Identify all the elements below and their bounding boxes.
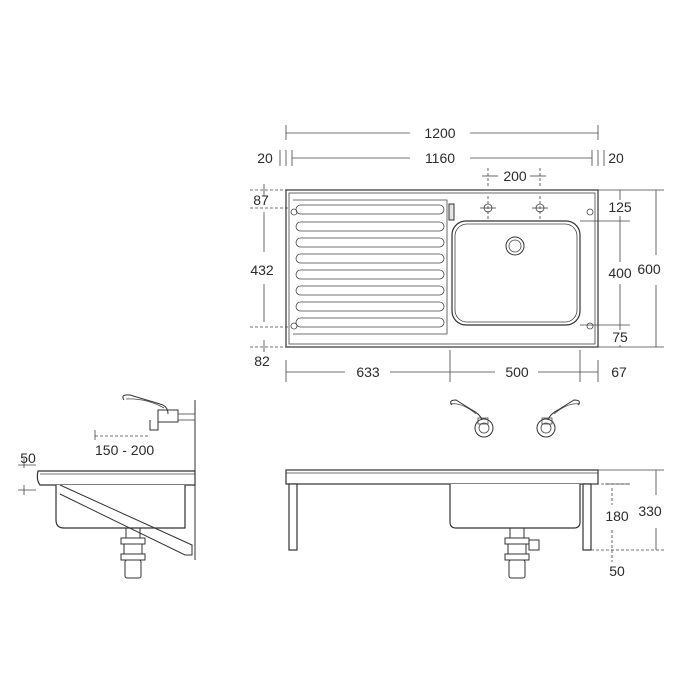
label-overall-height: 330	[638, 503, 662, 519]
label-bowl-depth: 400	[608, 265, 632, 281]
waste-outlet	[505, 236, 525, 256]
side-bracket	[59, 484, 193, 556]
drainer-recess	[293, 199, 448, 335]
bowl	[451, 220, 581, 326]
overflow-slot	[448, 203, 455, 221]
label-front-offset: 82	[254, 353, 270, 369]
front-leg-right	[582, 483, 592, 551]
lever-taps	[449, 399, 581, 438]
label-left-margin: 20	[257, 150, 273, 166]
label-right-end: 67	[611, 364, 627, 380]
label-drainer-length: 633	[356, 364, 380, 380]
label-bowl-back: 125	[608, 199, 632, 215]
side-sink-top	[36, 470, 196, 486]
side-waste-trap-icon	[120, 527, 146, 579]
plan-view: 1200 20 1160 20 200	[250, 125, 664, 382]
side-bowl	[55, 485, 186, 529]
lever-tap-right-icon	[536, 399, 581, 438]
wall-tap-icon	[122, 394, 196, 431]
label-bottom-offset: 50	[609, 563, 625, 579]
dim-right-vertical	[580, 189, 664, 348]
dim-inner-width	[279, 150, 605, 166]
label-right-margin: 20	[608, 150, 624, 166]
label-bowl-length: 500	[505, 364, 529, 380]
sink-top-inner-edge	[288, 192, 596, 345]
label-overall-width: 1200	[424, 125, 455, 141]
front-sink-top	[285, 469, 599, 485]
tap-holes	[480, 196, 548, 220]
label-bowl-height: 180	[605, 508, 629, 524]
front-view: 180 330 50	[285, 469, 664, 579]
front-waste-trap-icon	[504, 527, 540, 579]
label-drainer-depth: 432	[250, 262, 274, 278]
bowl-inner	[454, 223, 578, 323]
label-top-thickness: 50	[20, 450, 36, 466]
drainer-ribs	[295, 204, 445, 328]
dim-bottom-horizontal	[285, 350, 599, 382]
label-overall-depth: 600	[637, 261, 661, 277]
label-tap-projection: 150 - 200	[95, 442, 154, 458]
label-back-offset: 87	[253, 192, 269, 208]
label-inner-width: 1160	[425, 150, 455, 166]
dim-left-vertical	[250, 184, 290, 352]
side-view: 150 - 200 50	[18, 394, 196, 579]
fixing-screws	[290, 208, 594, 330]
front-bowl	[449, 484, 581, 529]
label-bowl-front: 75	[612, 329, 628, 345]
dim-overall-width	[285, 125, 599, 140]
lever-tap-left-icon	[449, 399, 494, 438]
dim-tap-spacing	[482, 168, 546, 188]
front-leg-left	[288, 483, 298, 551]
label-tap-spacing: 200	[503, 168, 527, 184]
